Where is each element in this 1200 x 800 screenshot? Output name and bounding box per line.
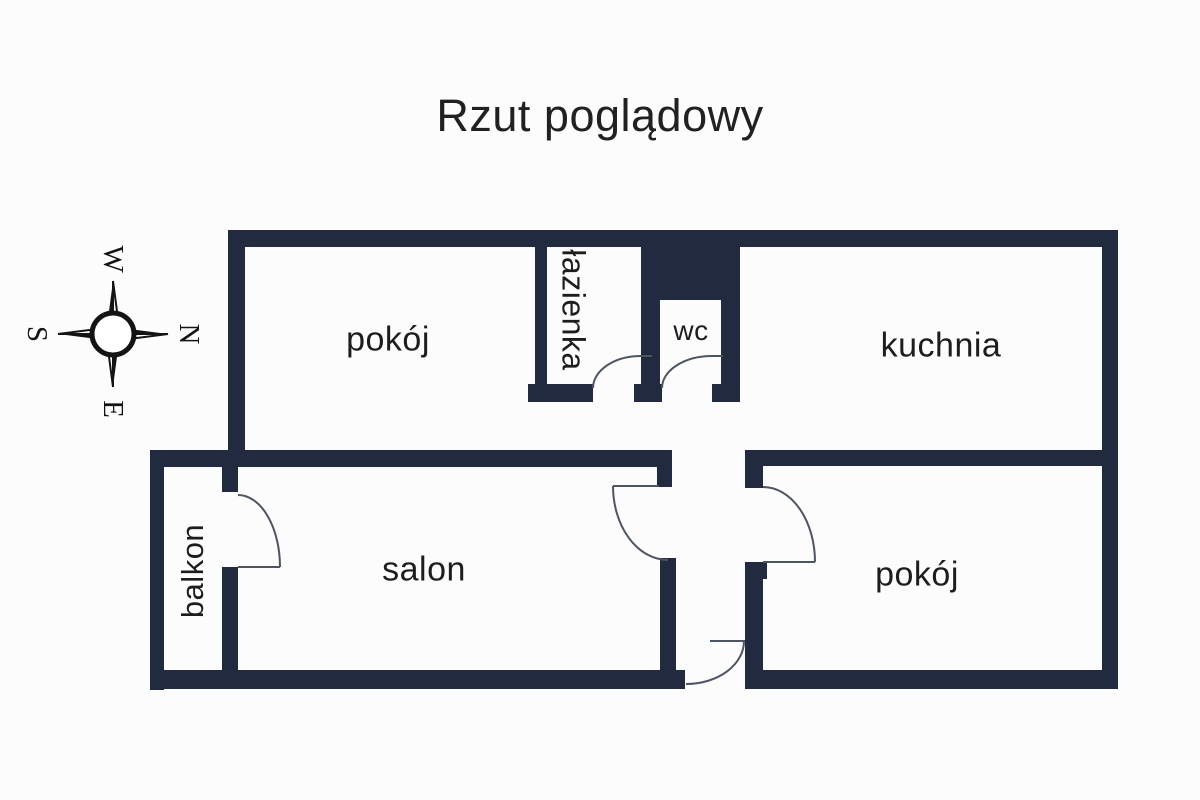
compass-rose: W N E S <box>21 245 205 418</box>
wall-wc-right <box>721 298 740 388</box>
wall-wc-right-foot <box>712 384 740 402</box>
wall-pokoj2-left <box>745 562 763 672</box>
wall-wc-left-foot <box>634 384 662 402</box>
compass-letter-east: E <box>97 400 129 418</box>
wall-salon-right <box>660 558 676 672</box>
room-label-kuchnia: kuchnia <box>880 326 1002 365</box>
wall-balkon-right-lower <box>222 567 238 672</box>
wall-balkon-right-upper <box>222 450 238 492</box>
room-label-balkon: balkon <box>175 523 210 619</box>
door-arc-pokoj2 <box>762 486 816 563</box>
wall-salon-right-cap <box>657 450 672 487</box>
room-label-pokoj-1: pokój <box>346 320 430 359</box>
door-arc-wc <box>661 355 723 389</box>
room-label-lazienka: łazienka <box>555 249 592 371</box>
wall-band-right <box>752 450 1103 466</box>
walls <box>150 230 1118 690</box>
wall-balkon-left <box>150 450 164 690</box>
wall-right <box>1102 230 1118 688</box>
door-arc-lazienka <box>592 355 652 389</box>
wall-lazienka-left <box>535 230 547 386</box>
wall-bottom-left <box>150 670 685 689</box>
room-label-salon: salon <box>382 550 466 589</box>
door-arc-entrance <box>685 640 746 685</box>
room-label-wc: wc <box>673 315 709 346</box>
wall-lazienka-bottom <box>528 384 593 402</box>
compass-letter-west: W <box>97 245 129 273</box>
compass-circle <box>89 310 137 358</box>
room-label-pokoj-2: pokój <box>875 555 959 594</box>
door-arc-balkon <box>237 494 281 568</box>
door-arc-salon <box>612 485 669 561</box>
wall-bottom-right <box>745 670 1118 689</box>
wall-wc-left <box>641 298 660 388</box>
doors <box>237 355 816 685</box>
wall-band-left <box>150 450 672 467</box>
wall-wc-block <box>641 230 740 300</box>
compass-letter-north: N <box>173 324 205 345</box>
page-title: Rzut poglądowy <box>436 90 764 141</box>
compass-letter-south: S <box>21 326 53 342</box>
wall-pokoj1-left <box>228 230 245 466</box>
